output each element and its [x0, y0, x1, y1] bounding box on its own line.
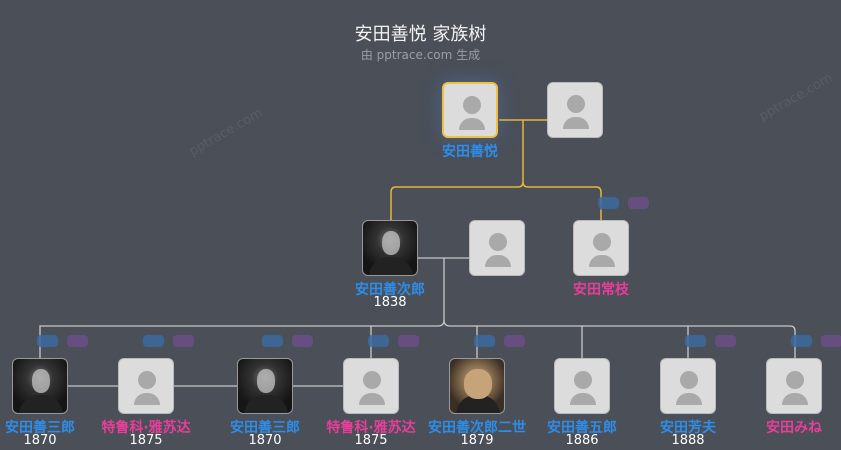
- page-subtitle: 由 pptrace.com 生成: [360, 48, 481, 62]
- expand-mother-button[interactable]: [628, 197, 649, 209]
- person-name[interactable]: 安田善三郎: [5, 420, 75, 436]
- person-birth-year: 1888: [671, 433, 705, 448]
- person-icon: [589, 255, 615, 267]
- person-name[interactable]: 安田善三郎: [230, 420, 300, 436]
- person-birth-year: 1875: [354, 433, 388, 448]
- expand-father-button[interactable]: [685, 335, 706, 347]
- portrait-body: [244, 395, 288, 413]
- expand-mother-button[interactable]: [715, 335, 736, 347]
- person-avatar-placeholder[interactable]: [343, 358, 399, 414]
- expand-father-button[interactable]: [598, 197, 619, 209]
- person-avatar-placeholder[interactable]: [554, 358, 610, 414]
- person-avatar-placeholder[interactable]: [766, 358, 822, 414]
- person-avatar-placeholder[interactable]: [442, 82, 498, 138]
- expand-father-button[interactable]: [368, 335, 389, 347]
- expand-father-button[interactable]: [143, 335, 164, 347]
- person-photo[interactable]: [237, 358, 293, 414]
- expand-father-button[interactable]: [262, 335, 283, 347]
- person-birth-year: 1838: [373, 295, 407, 310]
- expand-mother-button[interactable]: [173, 335, 194, 347]
- person-name[interactable]: 安田善次郎二世: [428, 420, 526, 436]
- person-icon: [359, 393, 385, 405]
- expand-father-button[interactable]: [474, 335, 495, 347]
- person-name[interactable]: 安田芳夫: [660, 420, 716, 436]
- person-icon: [463, 96, 481, 114]
- person-icon: [786, 371, 804, 389]
- person-birth-year: 1870: [23, 433, 57, 448]
- person-name[interactable]: 安田善次郎: [355, 282, 425, 298]
- person-icon: [134, 393, 160, 405]
- person-avatar-placeholder[interactable]: [118, 358, 174, 414]
- person-icon: [459, 118, 485, 130]
- person-icon: [563, 117, 589, 129]
- person-avatar-placeholder[interactable]: [547, 82, 603, 138]
- person-name[interactable]: 特鲁科·雅苏达: [101, 420, 191, 436]
- person-icon: [485, 255, 511, 267]
- person-icon: [574, 371, 592, 389]
- expand-father-button[interactable]: [37, 335, 58, 347]
- person-icon: [593, 233, 611, 251]
- descendant-lines: [39, 204, 796, 387]
- ancestor-lines: [390, 119, 602, 220]
- person-icon: [138, 371, 156, 389]
- person-avatar-placeholder[interactable]: [660, 358, 716, 414]
- expand-father-button[interactable]: [791, 335, 812, 347]
- person-photo[interactable]: [449, 358, 505, 414]
- person-name[interactable]: 安田常枝: [573, 282, 629, 298]
- person-icon: [680, 371, 698, 389]
- person-birth-year: 1875: [129, 433, 163, 448]
- person-photo[interactable]: [362, 220, 418, 276]
- person-icon: [567, 95, 585, 113]
- person-birth-year: 1879: [460, 433, 494, 448]
- person-name[interactable]: 安田善五郎: [547, 420, 617, 436]
- person-icon: [676, 393, 702, 405]
- person-name[interactable]: 安田善悦: [442, 144, 498, 160]
- person-name[interactable]: 安田みね: [766, 420, 822, 436]
- person-icon: [782, 393, 808, 405]
- portrait-body: [456, 395, 500, 413]
- expand-mother-button[interactable]: [292, 335, 313, 347]
- portrait-face: [382, 231, 400, 255]
- portrait-face: [257, 369, 275, 393]
- portrait-body: [19, 395, 63, 413]
- page-title: 安田善悦 家族树: [354, 24, 487, 45]
- expand-mother-button[interactable]: [67, 335, 88, 347]
- person-birth-year: 1870: [248, 433, 282, 448]
- expand-mother-button[interactable]: [821, 335, 841, 347]
- person-icon: [363, 371, 381, 389]
- person-icon: [489, 233, 507, 251]
- person-avatar-placeholder[interactable]: [573, 220, 629, 276]
- person-photo[interactable]: [12, 358, 68, 414]
- expand-mother-button[interactable]: [398, 335, 419, 347]
- portrait-face: [464, 369, 492, 399]
- portrait-body: [369, 257, 413, 275]
- person-icon: [570, 393, 596, 405]
- portrait-face: [32, 369, 50, 393]
- person-birth-year: 1886: [565, 433, 599, 448]
- person-avatar-placeholder[interactable]: [469, 220, 525, 276]
- expand-mother-button[interactable]: [504, 335, 525, 347]
- person-name[interactable]: 特鲁科·雅苏达: [326, 420, 416, 436]
